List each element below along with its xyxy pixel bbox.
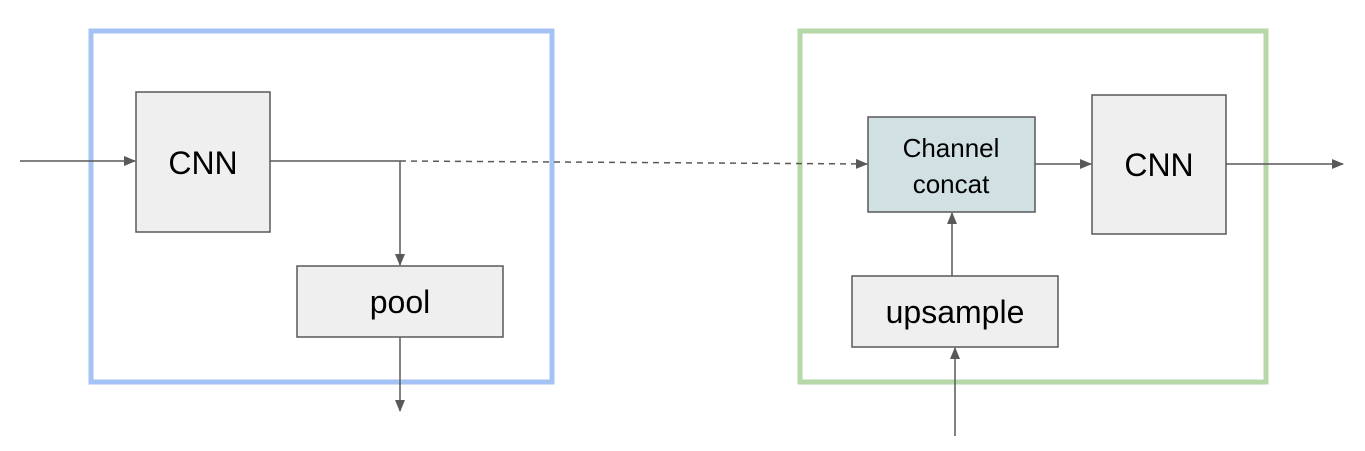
channel-concat-label-line1: Channel — [903, 133, 1000, 163]
upsample-node: upsample — [851, 275, 1059, 348]
decoder-cnn-label: CNN — [1124, 147, 1193, 183]
channel-concat-box — [867, 116, 1036, 213]
channel-concat-label-line2: concat — [913, 169, 990, 199]
decoder-frame — [797, 28, 1269, 385]
pool-label: pool — [370, 284, 431, 320]
skip-connection-arrow — [399, 158, 868, 169]
channel-concat-node: Channel concat — [867, 116, 1036, 213]
decoder-cnn-node: CNN — [1091, 94, 1227, 235]
upsample-box — [851, 275, 1059, 348]
upsample-label: upsample — [886, 294, 1025, 330]
encoder-cnn-node: CNN — [135, 91, 271, 233]
encoder-frame — [88, 28, 555, 385]
decoder-cnn-box — [1091, 94, 1227, 235]
encoder-cnn-label: CNN — [168, 145, 237, 181]
encoder-cnn-box — [135, 91, 271, 233]
pool-node: pool — [296, 265, 504, 338]
